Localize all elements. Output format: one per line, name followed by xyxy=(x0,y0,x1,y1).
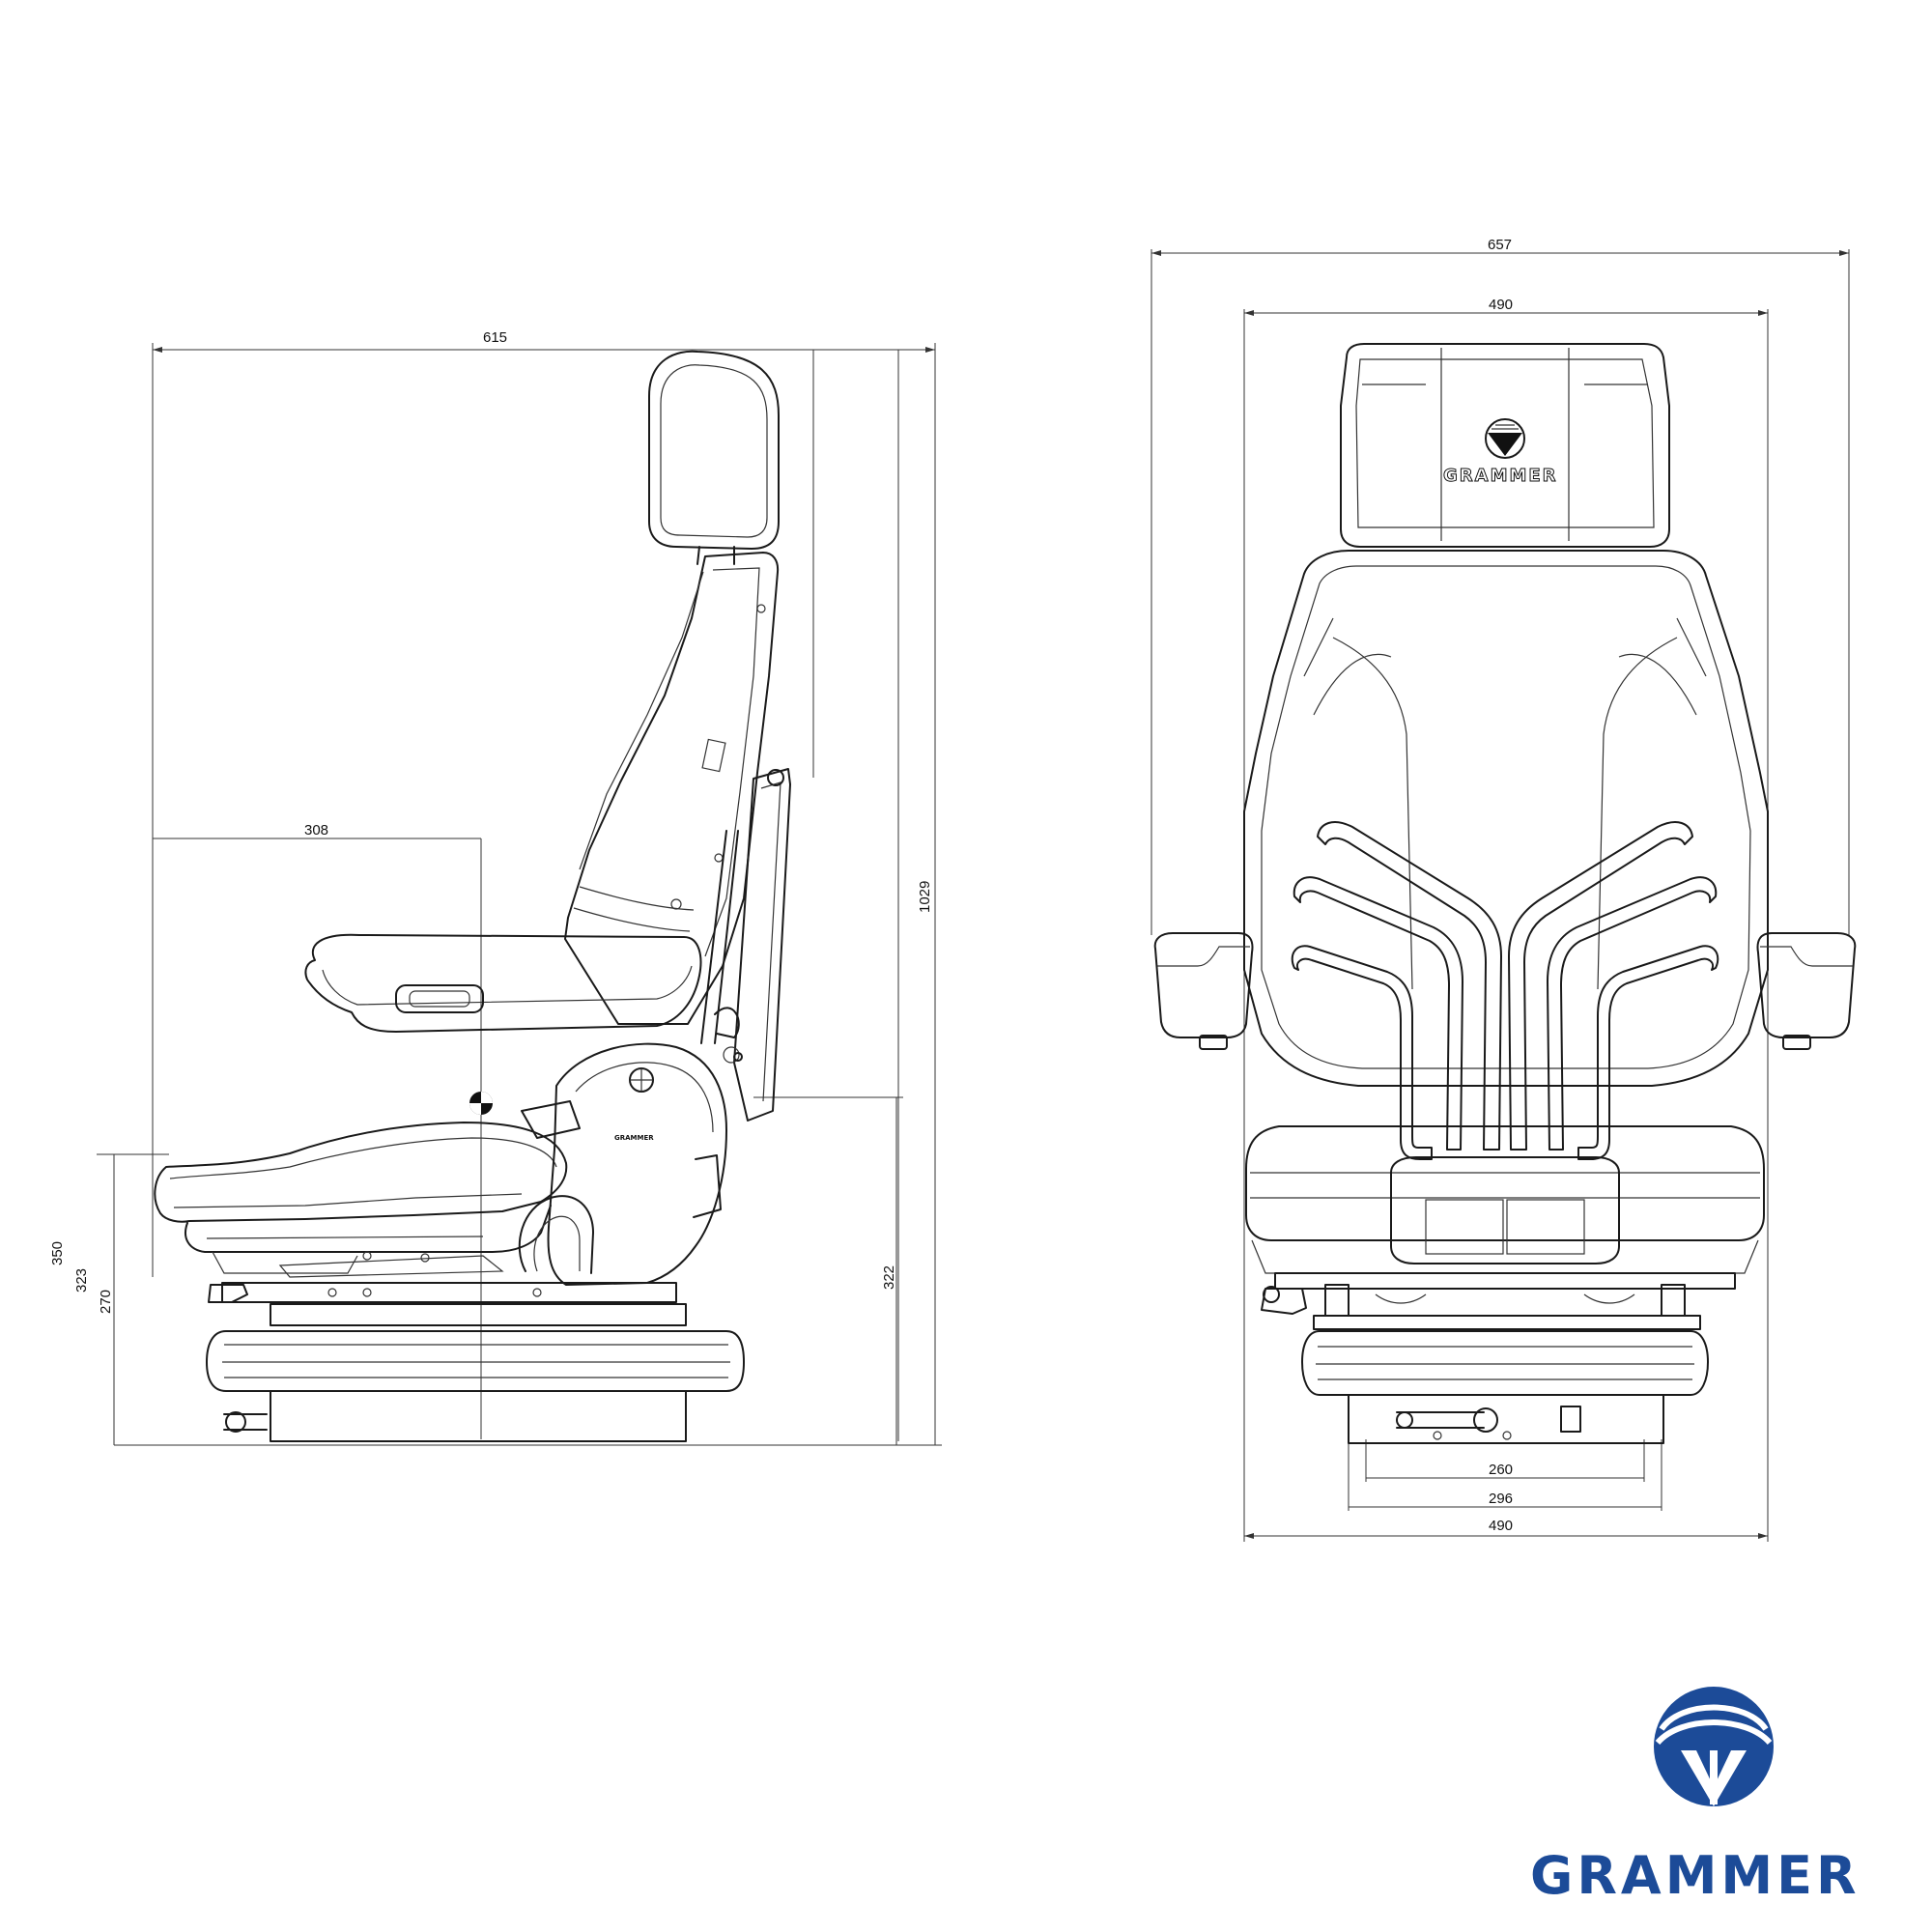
headrest-label: GRAMMER xyxy=(1443,466,1558,486)
dim-322-label: 322 xyxy=(881,1265,897,1290)
headrest-side xyxy=(648,350,780,565)
dim-490-top-label: 490 xyxy=(1489,297,1513,313)
lumbar-ribs xyxy=(1291,821,1719,1160)
dim-615-label: 615 xyxy=(483,329,507,346)
dim-490-bottom-label: 490 xyxy=(1489,1518,1513,1534)
brand-wordmark: GRAMMER xyxy=(1530,1845,1861,1906)
grammer-logo: GRAMMER xyxy=(1530,1687,1861,1906)
armrest-side xyxy=(304,933,702,1033)
dim-308-label: 308 xyxy=(304,822,328,838)
dimension-1029: 1029 xyxy=(114,350,942,1446)
dimension-stack-left: 350 323 270 xyxy=(49,1153,169,1445)
grammer-logo-icon xyxy=(1654,1687,1774,1806)
dim-1029-label: 1029 xyxy=(917,881,933,913)
armrest-front-right xyxy=(1756,932,1857,1050)
housing-label: GRAMMER xyxy=(614,1134,654,1142)
headrest-logo-icon xyxy=(1485,418,1525,459)
dim-270-label: 270 xyxy=(98,1290,114,1314)
backrest-side xyxy=(564,552,780,1025)
dim-657-label: 657 xyxy=(1488,237,1512,253)
side-view-seat: 615 308 1029 322 350 323 270 xyxy=(49,329,942,1446)
base-side xyxy=(206,1303,745,1442)
headrest-front: GRAMMER xyxy=(1340,343,1670,548)
dim-296-label: 296 xyxy=(1489,1491,1513,1507)
suspension-front xyxy=(1261,1272,1736,1444)
backrest-frame-side xyxy=(700,768,791,1122)
dim-350-label: 350 xyxy=(49,1241,66,1265)
dimension-322: 322 xyxy=(753,1096,903,1445)
dim-323-label: 323 xyxy=(73,1268,90,1293)
dimension-308: 308 xyxy=(153,822,482,1439)
rails-side xyxy=(208,1251,677,1303)
backrest-front xyxy=(1243,550,1769,1160)
dimension-657: 657 xyxy=(1151,237,1850,935)
dimension-base: 260 296 490 xyxy=(1244,1439,1768,1539)
suspension-side: GRAMMER xyxy=(469,1042,727,1286)
dimension-615: 615 xyxy=(152,329,936,1445)
armrest-front-left xyxy=(1153,932,1254,1050)
dim-260-label: 260 xyxy=(1489,1462,1513,1478)
front-view-seat: 657 490 260 296 490 xyxy=(1151,237,1857,1542)
seat-cushion-front xyxy=(1245,1125,1765,1274)
seat-cushion-side xyxy=(154,1122,568,1274)
